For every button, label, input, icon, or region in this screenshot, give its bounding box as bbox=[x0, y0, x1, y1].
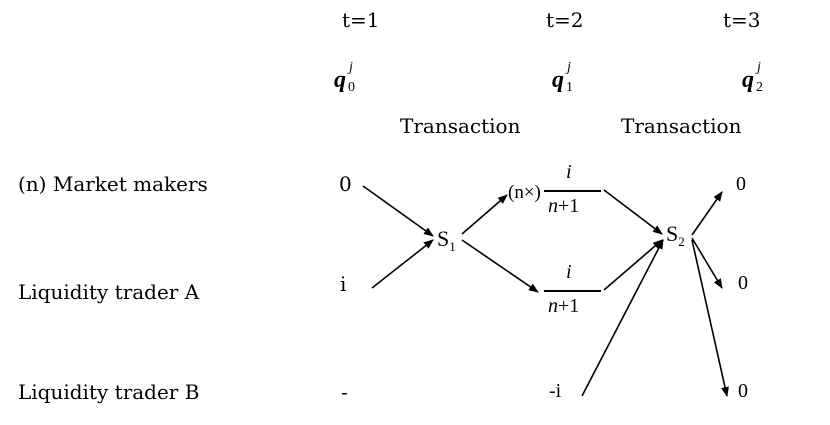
node-s1-base: S bbox=[437, 226, 450, 251]
row-label-liquidity-trader-b: Liquidity trader B bbox=[18, 380, 200, 404]
arrow-a-to-s2 bbox=[603, 239, 663, 291]
q2-variable: q j 2 bbox=[742, 61, 763, 95]
arrow-b-to-s2 bbox=[581, 239, 664, 397]
q2-superscript: j bbox=[757, 60, 761, 75]
fraction-denominator-var: n bbox=[548, 295, 558, 317]
transaction-label-2: Transaction bbox=[621, 114, 742, 138]
initial-value-trader-a: i bbox=[340, 272, 347, 296]
fraction-denominator-rest: +1 bbox=[558, 195, 580, 217]
arrow-s2-to-final-3 bbox=[691, 239, 729, 397]
final-value-3: 0 bbox=[738, 380, 748, 402]
q0-subscript: 0 bbox=[348, 80, 355, 95]
q2-base: q bbox=[742, 67, 754, 93]
time-label-t3: t=3 bbox=[723, 8, 761, 32]
fraction-bar bbox=[544, 190, 601, 192]
time-label-t2: t=2 bbox=[546, 8, 584, 32]
q0-base: q bbox=[334, 67, 346, 93]
market-makers-multiplier: (n×) bbox=[508, 182, 541, 203]
arrow-a-to-s1 bbox=[371, 239, 434, 289]
q1-variable: q j 1 bbox=[552, 61, 573, 95]
q1-base: q bbox=[552, 67, 564, 93]
node-s2: S2 bbox=[666, 221, 685, 249]
row-label-market-makers: (n) Market makers bbox=[18, 172, 208, 196]
fraction-denominator-var: n bbox=[548, 195, 558, 217]
node-s2-subscript: 2 bbox=[678, 234, 685, 249]
arrow-s2-to-final-1 bbox=[691, 191, 723, 236]
q0-variable: q j 0 bbox=[334, 61, 355, 95]
trader-b-mid-value: -i bbox=[549, 380, 562, 402]
q1-superscript: j bbox=[567, 60, 571, 75]
final-value-2: 0 bbox=[738, 272, 748, 294]
arrow-s1-to-a bbox=[461, 239, 539, 293]
fraction-numerator: i bbox=[566, 161, 572, 183]
trader-a-fraction: i n+1 bbox=[544, 262, 604, 322]
q2-subscript: 2 bbox=[756, 80, 763, 95]
node-s1-subscript: 1 bbox=[449, 239, 456, 254]
time-label-t1: t=1 bbox=[342, 8, 380, 32]
arrow-mm-to-s1 bbox=[362, 185, 434, 237]
final-value-1: 0 bbox=[736, 173, 746, 195]
transaction-label-1: Transaction bbox=[400, 114, 521, 138]
q0-superscript: j bbox=[349, 60, 353, 75]
fraction-denominator-rest: +1 bbox=[558, 295, 580, 317]
arrow-s1-to-mm bbox=[461, 194, 508, 235]
node-s2-base: S bbox=[666, 221, 679, 246]
arrow-mm-to-s2 bbox=[603, 189, 663, 235]
arrow-s2-to-final-2 bbox=[691, 237, 723, 289]
node-s1: S1 bbox=[437, 226, 456, 254]
fraction-denominator: n+1 bbox=[548, 296, 579, 316]
q1-subscript: 1 bbox=[566, 80, 573, 95]
fraction-numerator: i bbox=[566, 261, 572, 283]
initial-value-trader-b: - bbox=[341, 380, 348, 404]
fraction-bar bbox=[544, 290, 601, 292]
row-label-liquidity-trader-a: Liquidity trader A bbox=[18, 280, 200, 304]
market-makers-fraction: i n+1 bbox=[544, 162, 604, 222]
fraction-denominator: n+1 bbox=[548, 196, 579, 216]
initial-value-market-makers: 0 bbox=[339, 172, 352, 196]
